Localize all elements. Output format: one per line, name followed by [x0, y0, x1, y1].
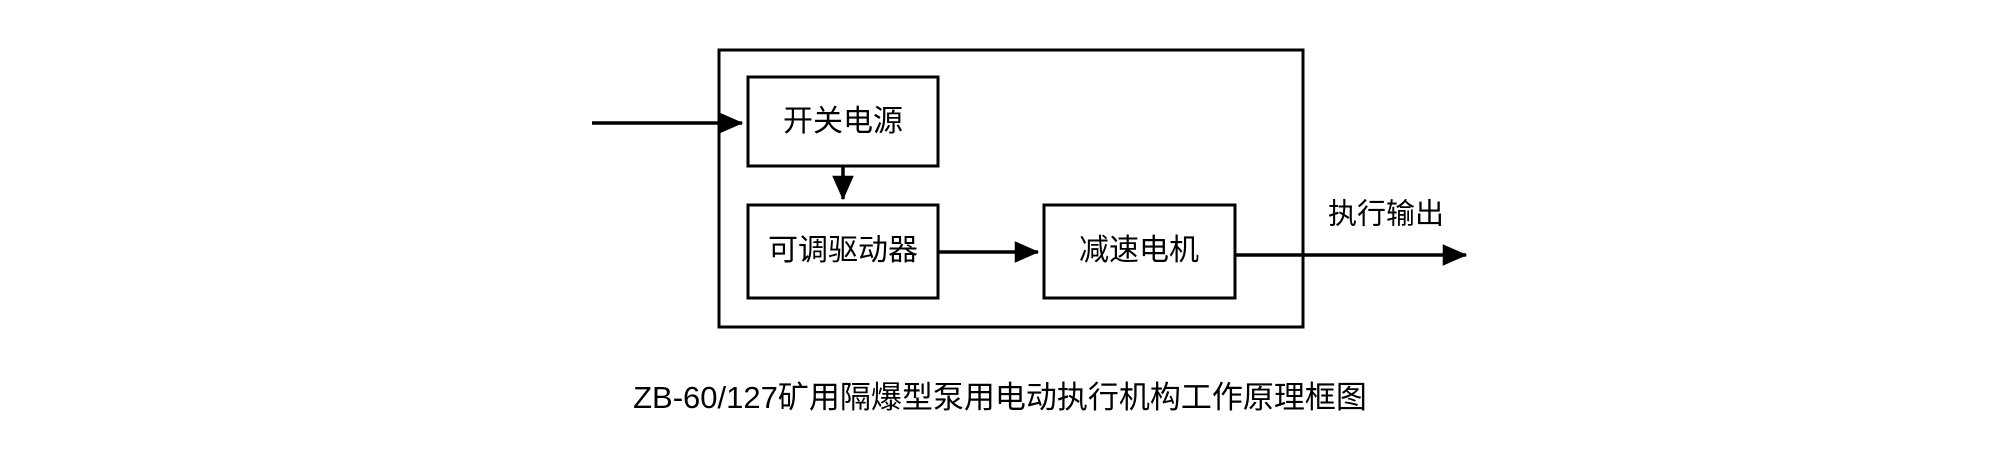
figure-caption: ZB-60/127矿用隔爆型泵用电动执行机构工作原理框图 [633, 380, 1367, 415]
connector-label-actuator-output: 执行输出 [1328, 198, 1444, 231]
block-label-gear-motor: 减速电机 [1079, 234, 1199, 267]
block-label-adjustable-driver: 可调驱动器 [768, 234, 918, 267]
block-gear-motor [1042, 203, 1237, 300]
block-label-switching-power-supply: 开关电源 [783, 105, 903, 138]
block-switching-power-supply [746, 75, 940, 168]
enclosure-boundary [717, 48, 1305, 329]
